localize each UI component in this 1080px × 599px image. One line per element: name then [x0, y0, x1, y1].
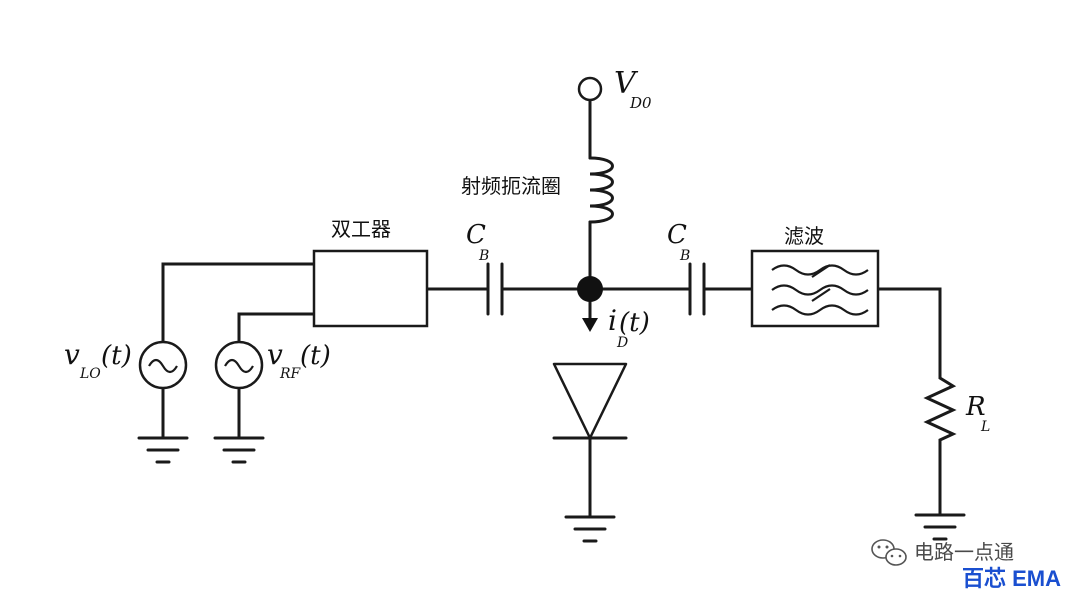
- vrf-label-sub: RF: [279, 366, 302, 382]
- vrf-label-main: v: [267, 338, 283, 371]
- vlo-label-sub: LO: [79, 366, 101, 382]
- wire-lo-duplexer: [161, 262, 316, 344]
- wechat-icon: [871, 539, 907, 566]
- ac-voltage-source-icon: [214, 340, 264, 390]
- current-arrow-icon: [582, 318, 598, 332]
- inductor-icon: [588, 156, 614, 224]
- duplexer-block: [312, 249, 429, 328]
- vrf-label: v RF (t): [267, 338, 331, 382]
- choke-label: 射频扼流圈: [461, 174, 561, 198]
- current-label-sub: D: [616, 335, 628, 351]
- watermark-brand: 百芯 EMA: [962, 566, 1061, 591]
- bandpass-filter-icon: [771, 264, 869, 316]
- vlo-label-main: v: [64, 338, 80, 371]
- cb1-label-main: C: [466, 220, 486, 250]
- capacitor-icon: [486, 262, 504, 316]
- cb2-label-main: C: [667, 220, 687, 250]
- rl-label: R L: [965, 392, 990, 435]
- duplexer-label: 双工器: [331, 217, 391, 241]
- rl-label-sub: L: [980, 419, 990, 435]
- wire-filter-rl: [876, 287, 942, 362]
- ground-icon: [914, 513, 966, 541]
- wires: [161, 99, 942, 519]
- cb2-label: C B: [667, 220, 690, 264]
- junction-node: [577, 276, 603, 302]
- vlo-label: v LO (t): [64, 338, 132, 382]
- current-label: i (t) D: [608, 304, 650, 351]
- vdd-label-main: V: [614, 66, 639, 101]
- ac-voltage-source-icon: [138, 340, 188, 390]
- vdd-label-sub: D0: [629, 94, 652, 112]
- cb1-label-sub: B: [478, 248, 489, 264]
- rl-label-main: R: [965, 392, 986, 422]
- watermark-channel: 电路一点通: [914, 540, 1014, 564]
- resistor-icon: [923, 358, 957, 454]
- wire-rf-duplexer: [237, 312, 316, 344]
- current-label-paren: (t): [619, 308, 650, 338]
- vdd-label: V D0: [614, 66, 652, 112]
- ground-icon: [564, 515, 616, 543]
- capacitor-icon: [688, 262, 706, 316]
- filter-label: 滤波: [784, 224, 824, 248]
- watermark: 电路一点通 百芯 EMA: [871, 539, 1061, 591]
- diode-icon: [552, 362, 628, 440]
- vdd-terminal: [577, 76, 603, 102]
- ground-icon: [137, 436, 189, 464]
- ground-icon: [213, 436, 265, 464]
- current-label-main: i: [608, 304, 617, 337]
- cb1-label: C B: [466, 220, 489, 264]
- vrf-label-paren: (t): [300, 341, 331, 371]
- vlo-label-paren: (t): [101, 341, 132, 371]
- cb2-label-sub: B: [679, 248, 690, 264]
